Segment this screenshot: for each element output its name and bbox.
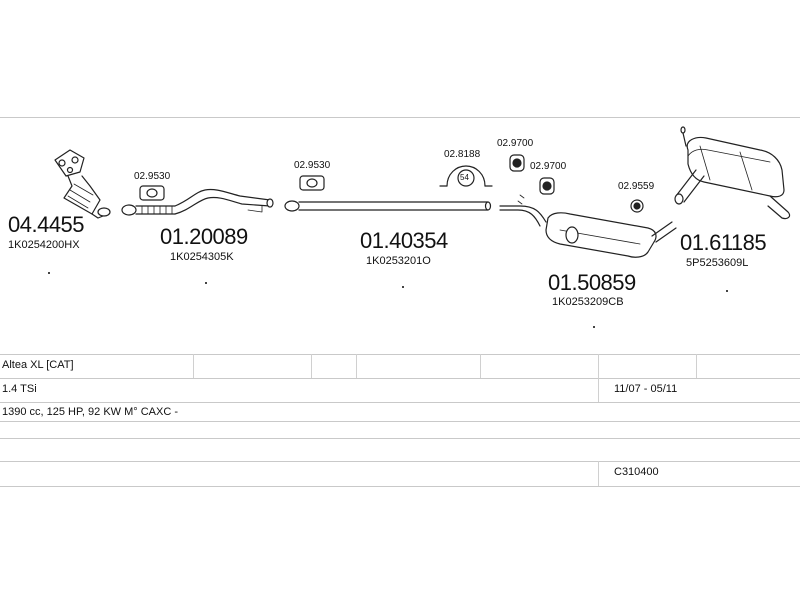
table-col-divider <box>311 354 312 378</box>
part-number-label: 01.20089 <box>160 224 248 249</box>
accessory-label: 02.8188 <box>444 149 481 160</box>
rubber-mount-drawing <box>509 154 555 195</box>
table-row-line <box>0 402 800 403</box>
engine-label: 1.4 TSi <box>2 383 37 395</box>
marker-dot <box>593 326 595 328</box>
diagram-bottom-border <box>0 354 800 355</box>
table-col-divider <box>356 354 357 378</box>
accessory-label: 02.9700 <box>530 161 567 172</box>
marker-dot <box>726 290 728 292</box>
catalog-code: C310400 <box>614 466 659 478</box>
front-pipe-drawing <box>121 188 274 216</box>
part-number-label: 01.61185 <box>680 230 767 255</box>
gasket-drawing <box>139 175 325 201</box>
engine-specs: 1390 cc, 125 HP, 92 KW M° CAXC - <box>2 406 178 418</box>
part-number-label: 01.50859 <box>548 270 636 295</box>
middle-pipe-drawing <box>284 200 492 212</box>
marker-dot <box>402 286 404 288</box>
oem-code-label: 5P5253609L <box>686 257 749 269</box>
table-col-divider <box>598 461 599 486</box>
accessory-label: 02.9559 <box>618 181 655 192</box>
table-row-line <box>0 378 800 379</box>
table-bottom-border <box>0 486 800 487</box>
small-gasket-drawing <box>630 199 644 213</box>
marker-dot <box>205 282 207 284</box>
table-row-line <box>0 438 800 439</box>
catalytic-converter-drawing <box>54 149 111 219</box>
oem-code-label: 1K0254305K <box>170 251 234 263</box>
top-border <box>0 117 800 118</box>
oem-code-label: 1K0253201O <box>366 255 431 267</box>
rear-muffler-drawing <box>674 126 791 220</box>
accessory-label: 02.9530 <box>134 171 171 182</box>
production-period: 11/07 - 05/11 <box>614 383 678 395</box>
part-number-label: 01.40354 <box>360 228 448 253</box>
table-col-divider <box>696 354 697 378</box>
part-number-label: 04.4455 <box>8 212 85 237</box>
marker-dot <box>48 272 50 274</box>
table-col-divider <box>598 354 599 402</box>
oem-code-label: 1K0253209CB <box>552 296 624 308</box>
table-col-divider <box>480 354 481 378</box>
clamp-drawing <box>439 165 493 187</box>
table-col-divider <box>193 354 194 378</box>
vehicle-model: Altea XL [CAT] <box>2 359 74 371</box>
oem-code-label: 1K0254200HX <box>8 239 80 251</box>
clamp-size-label: 54 <box>460 173 469 182</box>
table-row-line <box>0 421 800 422</box>
accessory-label: 02.9530 <box>294 160 331 171</box>
table-row-line <box>0 461 800 462</box>
center-muffler-drawing <box>499 194 677 258</box>
accessory-label: 02.9700 <box>497 138 534 149</box>
